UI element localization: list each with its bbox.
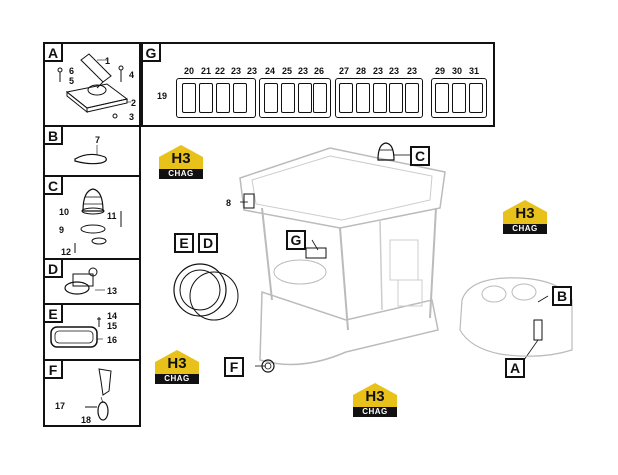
logo-mark: H3: [365, 388, 385, 405]
logo-mark: H3: [515, 205, 535, 222]
callout-a: A: [505, 358, 525, 378]
rocker-switch-23a[interactable]: [233, 83, 247, 113]
switch-group-3: [335, 78, 423, 118]
rocker-switch-30[interactable]: [452, 83, 466, 113]
panel-e-tag: E: [45, 305, 63, 323]
label-30: 30: [452, 66, 463, 76]
label-22: 22: [215, 66, 226, 76]
label-12: 12: [61, 247, 72, 257]
panel-b-drawing: [74, 145, 107, 165]
panel-d: D 13: [43, 258, 141, 305]
panel-d-drawing: [64, 267, 105, 295]
rocker-switch-24[interactable]: [264, 83, 278, 113]
label-13: 13: [107, 286, 118, 296]
rocker-switch-26[interactable]: [313, 83, 327, 113]
label-24: 24: [265, 66, 276, 76]
label-21: 21: [201, 66, 212, 76]
callout-g: G: [286, 230, 306, 250]
logo-mark: H3: [171, 150, 191, 167]
label-26: 26: [314, 66, 325, 76]
logo-text: CHAG: [159, 169, 203, 179]
label-20: 20: [184, 66, 195, 76]
panel-c: C 10 11 9 12: [43, 175, 141, 260]
rocker-switch-25[interactable]: [281, 83, 295, 113]
label-23a: 23: [231, 66, 242, 76]
rocker-switch-22[interactable]: [216, 83, 230, 113]
panel-f: F 17 18: [43, 359, 141, 427]
panel-a-tag: A: [45, 44, 63, 62]
panel-b-tag: B: [45, 127, 63, 145]
panel-c-tag: C: [45, 177, 63, 195]
rocker-switch-20[interactable]: [182, 83, 196, 113]
panel-e-drawing: [50, 317, 103, 348]
callout-b: B: [552, 286, 572, 306]
label-2: 2: [131, 98, 137, 108]
panel-a-drawing: [57, 53, 131, 119]
callout-d: D: [198, 233, 218, 253]
rocker-switch-31[interactable]: [469, 83, 483, 113]
logo-text: CHAG: [503, 224, 547, 234]
label-11: 11: [107, 211, 117, 221]
label-18: 18: [81, 415, 92, 425]
label-23e: 23: [389, 66, 400, 76]
label-23c: 23: [298, 66, 309, 76]
rocker-switch-27[interactable]: [339, 83, 353, 113]
label-15: 15: [107, 321, 118, 331]
rocker-switch-29[interactable]: [435, 83, 449, 113]
rocker-switch-23c[interactable]: [298, 83, 312, 113]
label-23b: 23: [247, 66, 258, 76]
label-31: 31: [469, 66, 480, 76]
panel-f-drawing: [85, 368, 112, 421]
brand-logo-4: H3 CHAG: [353, 383, 397, 417]
label-1: 1: [105, 56, 111, 66]
label-3: 3: [129, 112, 135, 122]
panel-d-tag: D: [45, 260, 63, 278]
panel-a: A 1 4 6 5 2 3: [43, 42, 141, 127]
brand-logo-3: H3 CHAG: [155, 350, 199, 384]
panel-b: B 7: [43, 125, 141, 177]
brand-logo-1: H3 CHAG: [159, 145, 203, 179]
switch-group-4: [431, 78, 487, 118]
logo-text: CHAG: [353, 407, 397, 417]
label-27: 27: [339, 66, 350, 76]
callout-f: F: [224, 357, 244, 377]
callout-c: C: [410, 146, 430, 166]
label-5: 5: [69, 76, 75, 86]
brand-logo-2: H3 CHAG: [503, 200, 547, 234]
callout-e: E: [174, 233, 194, 253]
switch-group-2: [259, 78, 331, 118]
panel-g-tag: G: [143, 44, 161, 62]
label-9: 9: [59, 225, 65, 235]
panel-f-tag: F: [45, 361, 63, 379]
label-17: 17: [55, 401, 66, 411]
label-6: 6: [69, 66, 75, 76]
label-8: 8: [226, 198, 232, 208]
label-29: 29: [435, 66, 446, 76]
rocker-switch-23e[interactable]: [389, 83, 403, 113]
rocker-switch-28[interactable]: [356, 83, 370, 113]
label-19: 19: [157, 91, 168, 101]
label-7: 7: [95, 135, 101, 145]
logo-text: CHAG: [155, 374, 199, 384]
label-23d: 23: [373, 66, 384, 76]
label-10: 10: [59, 207, 70, 217]
rocker-switch-23d[interactable]: [373, 83, 387, 113]
panel-g: G 19 20 21 22 23 23 24 25 23 26 27 28 23…: [141, 42, 495, 127]
label-28: 28: [356, 66, 367, 76]
rocker-switch-21[interactable]: [199, 83, 213, 113]
label-16: 16: [107, 335, 118, 345]
rocker-switch-23f[interactable]: [405, 83, 419, 113]
label-4: 4: [129, 70, 135, 80]
label-14: 14: [107, 311, 118, 321]
panel-c-drawing: [74, 188, 122, 253]
label-25: 25: [282, 66, 293, 76]
label-23f: 23: [407, 66, 418, 76]
switch-group-1: [176, 78, 256, 118]
logo-mark: H3: [167, 355, 187, 372]
